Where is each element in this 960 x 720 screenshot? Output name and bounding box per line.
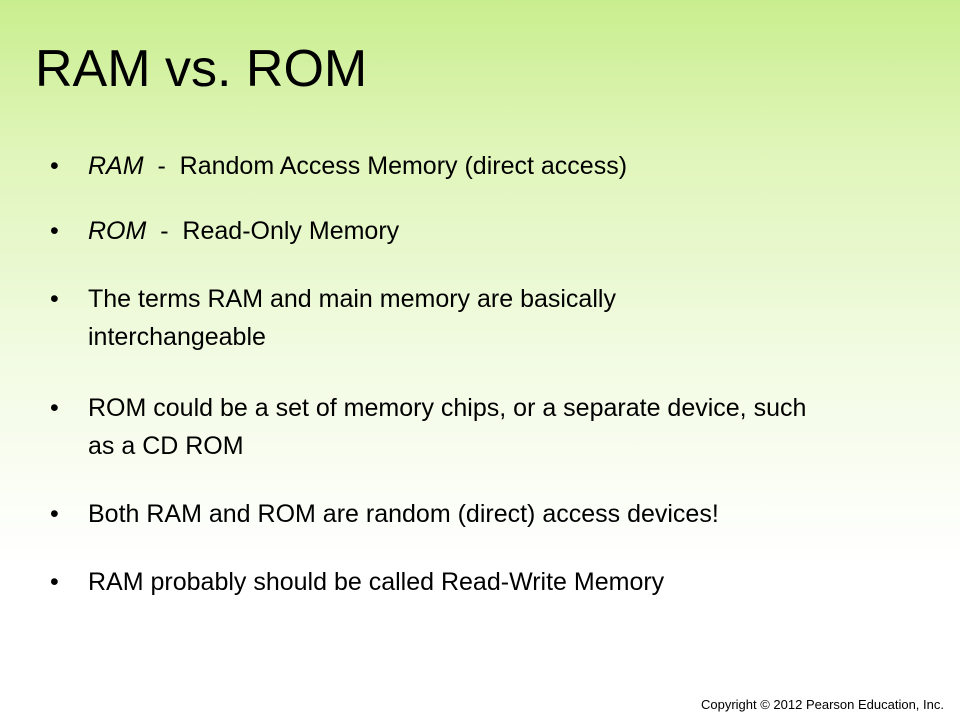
bullet-definition: - Random Access Memory (direct access) xyxy=(143,152,628,180)
bullet-item-rom: • ROM - Read-Only Memory xyxy=(50,212,910,250)
bullet-text: ROM could be a set of memory chips, or a… xyxy=(88,394,807,460)
bullet-text: RAM - Random Access Memory (direct acces… xyxy=(88,147,910,185)
bullet-text: ROM - Read-Only Memory xyxy=(88,212,910,250)
bullet-item-random-access: • Both RAM and ROM are random (direct) a… xyxy=(50,495,910,533)
bullet-icon: • xyxy=(50,217,59,245)
slide-title: RAM vs. ROM xyxy=(35,40,368,98)
bullet-text: The terms RAM and main memory are basica… xyxy=(88,285,616,351)
bullet-text: RAM probably should be called Read-Write… xyxy=(88,568,665,596)
bullet-icon: • xyxy=(50,500,59,528)
bullet-icon: • xyxy=(50,285,59,313)
bullet-term: ROM xyxy=(88,217,147,245)
bullet-text: Both RAM and ROM are random (direct) acc… xyxy=(88,500,719,528)
bullet-icon: • xyxy=(50,394,59,422)
bullet-definition: - Read-Only Memory xyxy=(146,217,400,245)
copyright-notice: Copyright © 2012 Pearson Education, Inc. xyxy=(700,697,944,712)
bullet-icon: • xyxy=(50,568,59,596)
bullet-item-rom-devices: • ROM could be a set of memory chips, or… xyxy=(50,389,910,465)
bullet-term: RAM xyxy=(88,152,144,180)
bullet-item-main-memory: • The terms RAM and main memory are basi… xyxy=(50,280,910,356)
bullet-item-read-write: • RAM probably should be called Read-Wri… xyxy=(50,563,910,601)
bullet-icon: • xyxy=(50,152,59,180)
bullet-item-ram: • RAM - Random Access Memory (direct acc… xyxy=(50,147,910,185)
